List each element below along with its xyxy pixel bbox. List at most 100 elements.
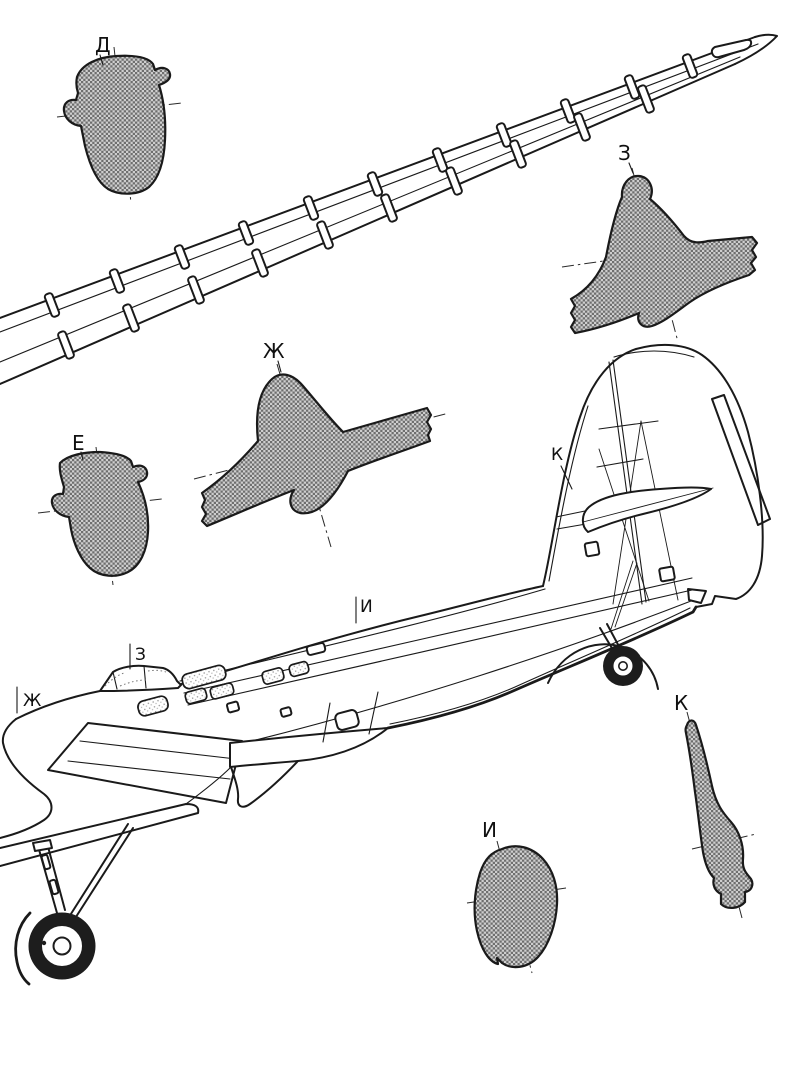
section-d-shape xyxy=(62,54,172,195)
label-tick xyxy=(628,162,634,174)
bottom-edge xyxy=(386,605,698,730)
section-k-shape xyxy=(684,719,754,909)
station-label-i: И xyxy=(360,597,373,617)
station-label-k: К xyxy=(551,445,563,465)
section-i-shape xyxy=(473,845,559,969)
wing-fairing-join xyxy=(185,766,232,805)
lower-fairing xyxy=(230,760,299,808)
label-tick xyxy=(277,360,282,373)
rib-collar xyxy=(43,292,61,318)
tailwheel-strut-wires xyxy=(610,560,638,630)
wing-panel xyxy=(47,722,243,804)
section-e: Е xyxy=(37,431,163,586)
station-markers: Ж З И К xyxy=(16,445,573,714)
rib-collar xyxy=(251,248,269,278)
elevator-root xyxy=(687,588,707,604)
fin-outline xyxy=(542,344,764,608)
section-i: И xyxy=(466,818,567,974)
section-z-shape xyxy=(569,174,759,335)
fuselage-side-view: Ж З И К xyxy=(0,344,771,986)
hub-bolt xyxy=(41,940,47,946)
fuselage-body xyxy=(0,577,698,839)
rib-collar xyxy=(366,171,384,197)
wheel-hub xyxy=(611,654,635,678)
lower-wing-edges xyxy=(0,803,200,867)
cabin-windows xyxy=(137,642,379,743)
cabin-window xyxy=(261,667,285,685)
rib-collar xyxy=(623,74,641,100)
cowl-belly-line xyxy=(0,718,53,839)
rib-collar xyxy=(108,268,126,294)
section-e-label: Е xyxy=(72,431,85,455)
leading-edge-slat xyxy=(0,33,778,385)
nose-top-line xyxy=(15,690,101,720)
access-hatch xyxy=(279,706,293,718)
rib-collar xyxy=(316,220,334,250)
access-hatch xyxy=(225,700,241,714)
stringer-line xyxy=(179,588,546,682)
slat-tip-slot xyxy=(710,38,753,59)
gear-leg-collar xyxy=(48,878,60,896)
fin-top-inner-line xyxy=(613,350,695,358)
gear-leg xyxy=(37,842,66,914)
fairing-dagger xyxy=(229,727,389,768)
canopy-frame-lines xyxy=(112,665,147,690)
slat-rib-collars xyxy=(43,53,699,360)
hub-center xyxy=(52,936,72,956)
section-e-shape xyxy=(50,450,150,577)
rib-collar xyxy=(187,275,205,305)
main-wheel xyxy=(28,912,96,980)
rib-collar xyxy=(637,84,655,114)
cabin-window xyxy=(209,682,235,700)
section-z-label: З xyxy=(618,141,631,165)
rib-collar xyxy=(122,303,140,333)
bottom-edge-inner xyxy=(389,607,691,725)
rib-collar xyxy=(509,139,527,169)
cockpit-canopy xyxy=(99,664,182,692)
section-k-label: К xyxy=(674,691,688,715)
rib-collar xyxy=(431,147,449,173)
section-z: З xyxy=(561,141,759,343)
stringer-line xyxy=(187,589,693,706)
door-edge-lines xyxy=(322,691,379,743)
rib-collar xyxy=(495,122,513,148)
slat-tip xyxy=(734,33,778,65)
skylight-window xyxy=(305,642,327,656)
cabin-window xyxy=(184,687,208,705)
mudguard xyxy=(14,911,32,986)
section-zh: Ж xyxy=(193,339,450,548)
rib-collar xyxy=(302,195,320,221)
rib-collar xyxy=(559,98,577,124)
canopy-outline xyxy=(99,664,182,692)
stabilizer-airfoil xyxy=(581,486,712,533)
door-window xyxy=(334,709,360,731)
rib-collar xyxy=(57,330,75,360)
fin-spar xyxy=(608,359,647,605)
rib-collar xyxy=(380,193,398,223)
rib-collar xyxy=(173,244,191,270)
inspection-hatch xyxy=(583,540,601,558)
top-deck-line xyxy=(177,585,544,686)
wing-root-fairing xyxy=(0,722,389,867)
station-label-z: З xyxy=(135,645,146,665)
elevator-gap-lines xyxy=(555,510,587,530)
section-d-label: Д xyxy=(95,33,111,57)
landing-gear xyxy=(14,823,134,986)
section-i-label: И xyxy=(482,818,497,842)
section-zh-label: Ж xyxy=(263,339,285,363)
rudder-trim-strip xyxy=(711,394,771,526)
slat-bottom-edge xyxy=(0,63,736,385)
wing-panel-chord-lines xyxy=(67,740,237,780)
rib-collar xyxy=(445,166,463,196)
tail-fin xyxy=(542,344,771,608)
station-label-zh: Ж xyxy=(23,691,41,711)
section-d: Д xyxy=(56,33,183,204)
leader-line xyxy=(560,465,573,490)
rib-collar xyxy=(681,53,699,79)
gear-leg-collar xyxy=(40,853,52,871)
tail-wheel xyxy=(603,646,643,686)
inspection-hatch xyxy=(658,565,676,583)
section-zh-shape xyxy=(200,373,433,528)
cabin-window xyxy=(288,660,310,678)
